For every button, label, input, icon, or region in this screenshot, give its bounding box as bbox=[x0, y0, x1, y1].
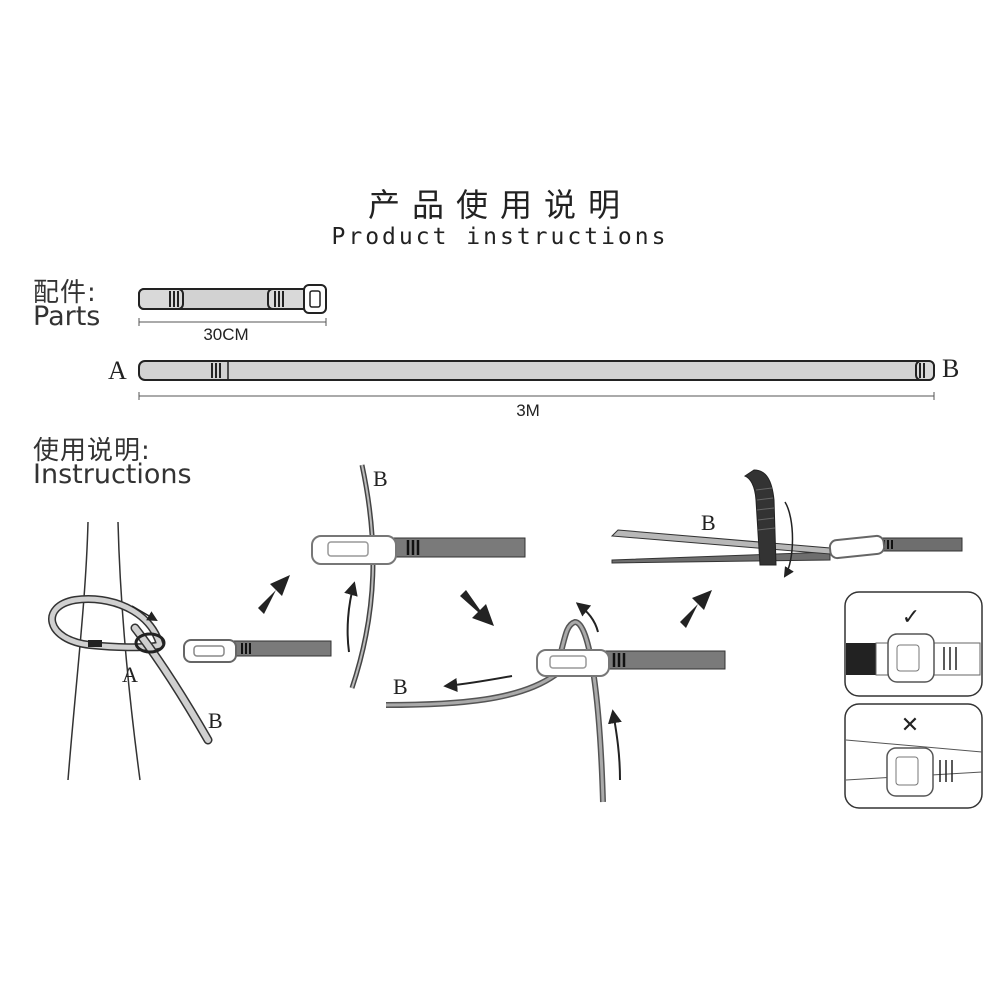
long-strap-dimension bbox=[138, 392, 935, 400]
long-strap bbox=[138, 360, 935, 381]
step1-label-b: B bbox=[208, 708, 223, 733]
parts-heading-chinese: 配件: bbox=[33, 278, 97, 308]
title-chinese: 产品使用说明 bbox=[367, 186, 632, 224]
title-english: Product instructions bbox=[331, 224, 669, 250]
wrong-usage-panel bbox=[844, 703, 983, 809]
step4-rotate-arrow bbox=[783, 501, 794, 578]
end-label-a: A bbox=[108, 356, 127, 385]
step3-buckle-strap bbox=[536, 649, 726, 677]
correct-usage-panel bbox=[844, 591, 983, 697]
step2-arrow bbox=[344, 581, 358, 653]
long-strap-length: 3M bbox=[516, 401, 540, 420]
step1-arrow bbox=[131, 605, 158, 622]
step4-label-b: B bbox=[701, 510, 716, 535]
step1-label-a: A bbox=[122, 662, 138, 687]
step3-arrow-bottom bbox=[608, 709, 622, 781]
step1-strap-loop bbox=[48, 595, 213, 745]
end-label-b: B bbox=[942, 354, 960, 383]
short-strap-dimension bbox=[138, 318, 327, 326]
step4-velcro-wrap bbox=[743, 469, 777, 566]
step2-label-b: B bbox=[373, 466, 388, 491]
parts-heading-english: Parts bbox=[33, 301, 101, 332]
step3-strap-b bbox=[385, 618, 606, 803]
short-strap bbox=[138, 284, 327, 314]
step3-arrow-left bbox=[443, 675, 513, 692]
step4-strap bbox=[610, 529, 963, 564]
instructions-heading-english: Instructions bbox=[33, 459, 192, 490]
flow-arrow-3 bbox=[680, 590, 712, 628]
flow-arrow-2 bbox=[460, 590, 494, 626]
step1-buckle-strap bbox=[183, 639, 332, 663]
step3-label-b: B bbox=[393, 674, 408, 699]
step3-arrow-top bbox=[575, 602, 599, 633]
correct-checkmark: ✓ bbox=[902, 605, 920, 630]
wrong-crossmark: ✕ bbox=[901, 713, 919, 738]
flow-arrow-1 bbox=[258, 575, 290, 614]
instructions-heading-chinese: 使用说明: bbox=[33, 436, 151, 466]
step2-strap-b bbox=[349, 464, 376, 689]
step2-buckle-strap bbox=[311, 535, 526, 565]
short-strap-length: 30CM bbox=[203, 325, 249, 344]
